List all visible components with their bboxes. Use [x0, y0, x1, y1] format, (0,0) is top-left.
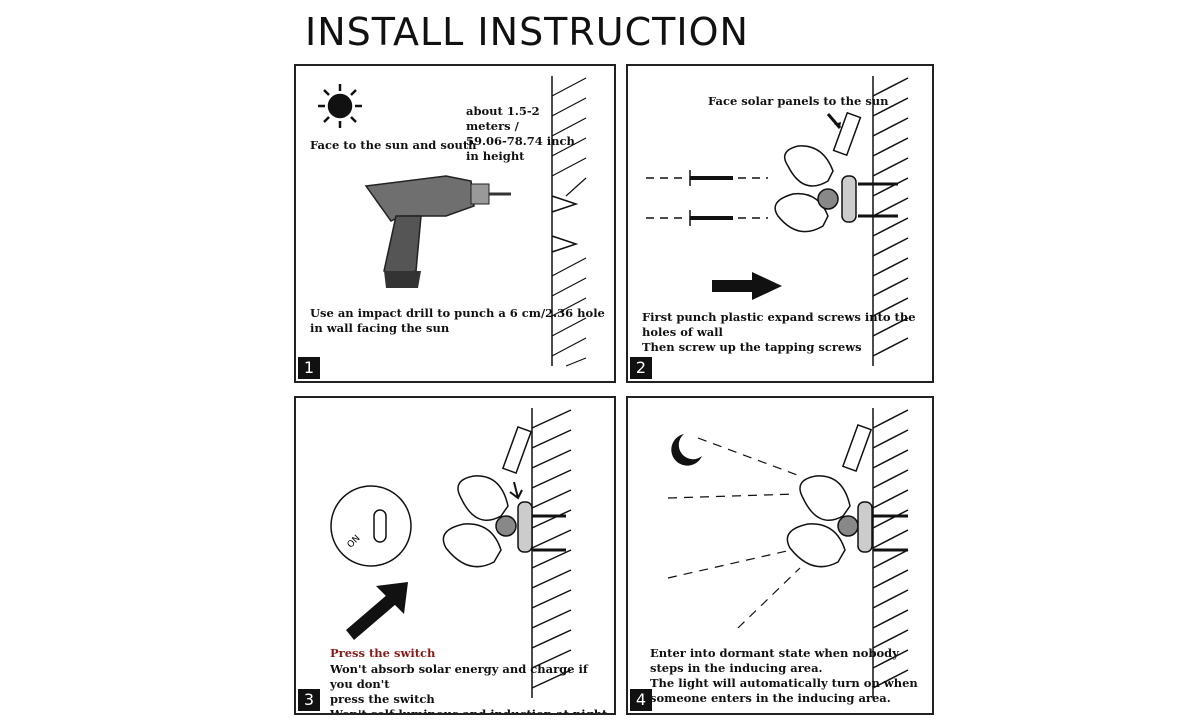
arrow-right-icon	[712, 272, 782, 300]
step-number-3: 3	[298, 689, 320, 711]
step-panel-3: ON Press the switch Won't absorb solar e…	[294, 396, 616, 715]
step-4-caption: Enter into dormant state when nobody ste…	[650, 646, 918, 705]
step-panel-1: Face to the sun and south about 1.5-2 me…	[294, 64, 616, 383]
step-1-illustration	[318, 76, 587, 367]
face-panels-label: Face solar panels to the sun	[708, 94, 889, 108]
solar-panel-icon	[501, 425, 533, 475]
press-switch-heading: Press the switch	[330, 646, 436, 660]
sun-direction-text: Face to the sun and south	[310, 138, 477, 152]
solar-panel-icon	[826, 111, 862, 157]
step-number-2: 2	[630, 357, 652, 379]
step-2-illustration	[646, 76, 909, 366]
sensor-range-lines	[667, 437, 801, 629]
lamp-icon	[786, 475, 908, 568]
drill-icon	[364, 175, 511, 288]
arrow-up-right-icon	[346, 582, 408, 640]
wall-icon	[551, 76, 579, 366]
step-panel-2: Face solar panels to the sun First punch…	[626, 64, 934, 383]
step-3-illustration: ON	[330, 408, 572, 698]
step-number-1: 1	[298, 357, 320, 379]
page-title: INSTALL INSTRUCTION	[305, 10, 749, 54]
lamp-icon	[442, 475, 566, 568]
step-1-caption: Use an impact drill to punch a 6 cm/2.36…	[310, 306, 605, 335]
step-panel-4: Enter into dormant state when nobody ste…	[626, 396, 934, 715]
step-number-4: 4	[630, 689, 652, 711]
lamp-icon	[774, 145, 857, 233]
step-3-caption: Won't absorb solar energy and charge if …	[330, 662, 612, 715]
step-2-caption: First punch plastic expand screws into t…	[642, 310, 916, 354]
moon-icon	[671, 434, 702, 466]
solar-panel-icon	[841, 423, 873, 473]
step-4-illustration	[667, 408, 909, 698]
sun-icon	[318, 84, 362, 128]
switch-icon	[330, 485, 412, 567]
mount-height-text: about 1.5-2 meters / 59.06-78.74 inch in…	[466, 104, 575, 163]
